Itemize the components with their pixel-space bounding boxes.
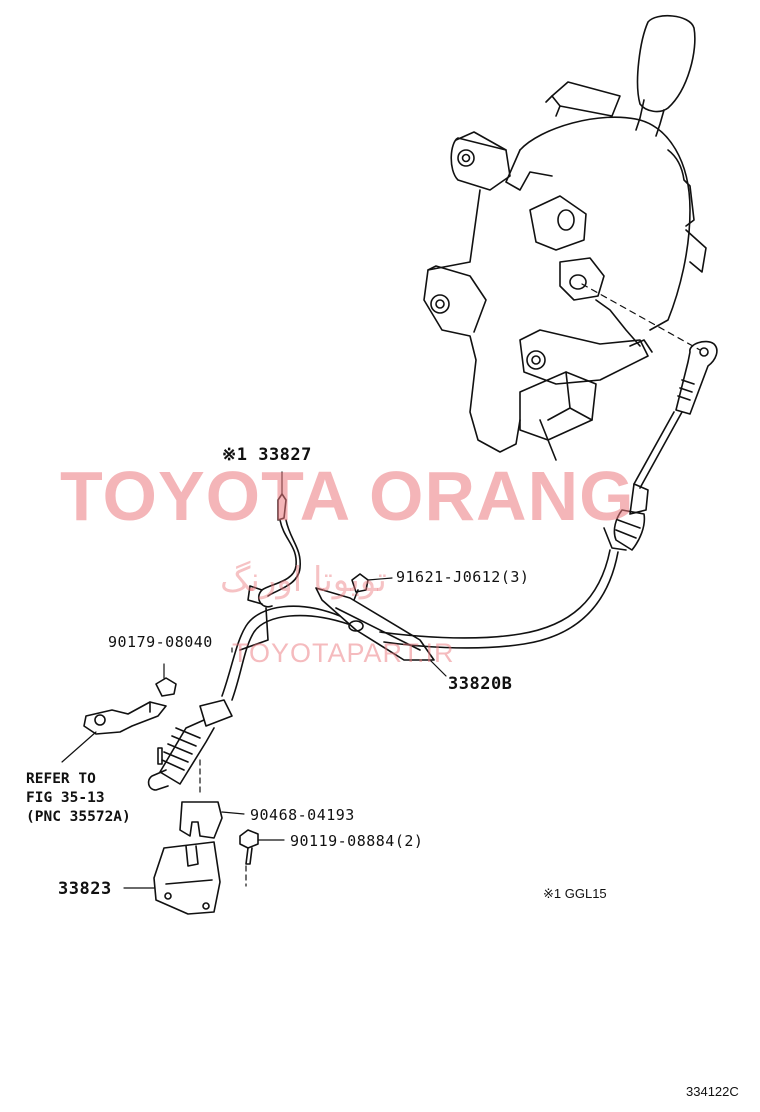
- cable-end-rod: [603, 340, 718, 551]
- refer-line-3: (PNC 35572A): [26, 809, 131, 825]
- label-90119: 90119-08884(2): [290, 832, 424, 850]
- watermark-persian: تویوتا اورنگ: [220, 560, 387, 600]
- cable-adjuster: [147, 647, 233, 793]
- figure-code: 334122C: [686, 1084, 739, 1099]
- label-91621: 91621-J0612(3): [396, 568, 530, 586]
- refer-line-2: FIG 35-13: [26, 790, 105, 806]
- cable-bracket: [123, 841, 221, 915]
- label-90468: 90468-04193: [250, 806, 355, 824]
- refer-line-1: REFER TO: [26, 771, 96, 787]
- watermark-main: TOYOTA ORANG: [60, 457, 635, 535]
- watermark-url: TOYOTAPART.IR: [232, 638, 455, 668]
- refer-note: REFER TO FIG 35-13 (PNC 35572A): [26, 770, 131, 827]
- cable-retainer: [179, 801, 245, 839]
- label-33820B: 33820B: [448, 674, 513, 694]
- footnote-ggl15: ※1 GGL15: [543, 886, 607, 901]
- label-90179: 90179-08040: [108, 633, 213, 651]
- label-33827: ※1 33827: [222, 445, 312, 465]
- linkage-lever: [61, 701, 167, 765]
- bolt-90119: [239, 829, 285, 887]
- wire-harness: [239, 471, 301, 651]
- shift-cable: [221, 549, 619, 701]
- label-33823: 33823: [58, 879, 112, 899]
- shift-lever-assembly: [423, 15, 707, 461]
